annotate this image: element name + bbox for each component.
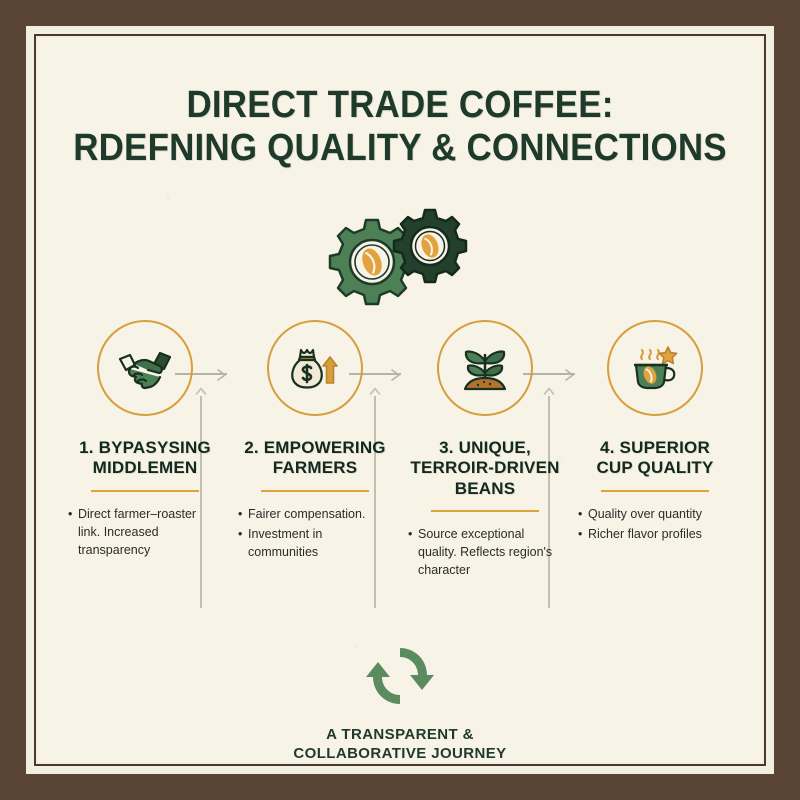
step-4-superior-cup-quality: 4. SUPERIOR CUP QUALITY Quality over qua… (570, 320, 740, 582)
coffee-seedling-icon (437, 320, 533, 416)
coffee-cup-star-icon (607, 320, 703, 416)
step-2-bullets: Fairer compensation. Investment in commu… (236, 505, 394, 561)
step-2-heading-line-1: 2. EMPOWERING (244, 438, 386, 457)
list-item: Quality over quantity (576, 505, 734, 523)
step-2-heading-line-2: FARMERS (272, 458, 358, 478)
footer-line-1: A TRANSPARENT & (326, 726, 474, 743)
step-3-heading-line-2: TERROIR-DRIVEN (410, 458, 560, 478)
step-3-heading-line-1: 3. UNIQUE, (439, 438, 531, 457)
step-3-heading-line-3: BEANS (454, 478, 516, 498)
step-3-bullets: Source exceptional quality. Reflects reg… (406, 525, 564, 579)
step-1-heading-line-1: 1. BYPASYSING (79, 438, 211, 457)
handshake-icon (97, 320, 193, 416)
column-divider-1 (195, 386, 207, 608)
title-line-1: DIRECT TRADE COFFEE: (186, 84, 614, 126)
list-item: Richer flavor profiles (576, 525, 734, 543)
step-connector-arrow-1 (175, 368, 227, 381)
frame-rule (34, 34, 766, 766)
column-divider-2 (369, 386, 381, 608)
step-3-unique-terroir-driven-beans: 3. UNIQUE, TERROIR-DRIVEN BEANS Source e… (400, 320, 570, 582)
step-1-heading-line-2: MIDDLEMEN (92, 458, 198, 478)
title-line-2: RDEFNING QUALITY & CONNECTIONS (73, 126, 727, 169)
steps-row: 1. BYPASYSING MIDDLEMEN Direct farmer–ro… (60, 320, 740, 582)
step-1-bullets: Direct farmer–roaster link. Increased tr… (66, 505, 224, 559)
step-2-empowering-farmers: 2. EMPOWERING FARMERS Fairer compensatio… (230, 320, 400, 582)
step-1-bypassing-middlemen: 1. BYPASYSING MIDDLEMEN Direct farmer–ro… (60, 320, 230, 582)
list-item: Investment in communities (236, 525, 394, 561)
page-title: DIRECT TRADE COFFEE: RDEFNING QUALITY & … (38, 84, 762, 169)
step-2-heading: 2. EMPOWERING FARMERS (236, 438, 394, 479)
step-3-divider (431, 510, 539, 513)
money-bag-growth-icon (267, 320, 363, 416)
step-4-divider (601, 489, 709, 492)
interlocking-gears-with-coffee-beans-icon (320, 198, 480, 308)
step-1-divider (91, 489, 199, 492)
cycle-arrows-icon (366, 648, 434, 704)
step-4-heading-line-2: CUP QUALITY (596, 458, 714, 478)
step-connector-arrow-3 (523, 368, 575, 381)
step-3-heading: 3. UNIQUE, TERROIR-DRIVEN BEANS (406, 438, 564, 499)
step-4-bullets: Quality over quantity Richer flavor prof… (576, 505, 734, 543)
list-item: Direct farmer–roaster link. Increased tr… (66, 505, 224, 559)
step-4-heading: 4. SUPERIOR CUP QUALITY (576, 438, 734, 479)
step-2-divider (261, 489, 369, 492)
footer-line-2: COLLABORATIVE JOURNEY (293, 744, 507, 762)
step-4-heading-line-1: 4. SUPERIOR (600, 438, 710, 457)
column-divider-3 (543, 386, 555, 608)
list-item: Source exceptional quality. Reflects reg… (406, 525, 564, 579)
footer-text: A TRANSPARENT & COLLABORATIVE JOURNEY (38, 726, 762, 762)
step-1-heading: 1. BYPASYSING MIDDLEMEN (66, 438, 224, 479)
step-connector-arrow-2 (349, 368, 401, 381)
footer: A TRANSPARENT & COLLABORATIVE JOURNEY (38, 638, 762, 762)
list-item: Fairer compensation. (236, 505, 394, 523)
poster-sheet: DIRECT TRADE COFFEE: RDEFNING QUALITY & … (38, 38, 762, 762)
